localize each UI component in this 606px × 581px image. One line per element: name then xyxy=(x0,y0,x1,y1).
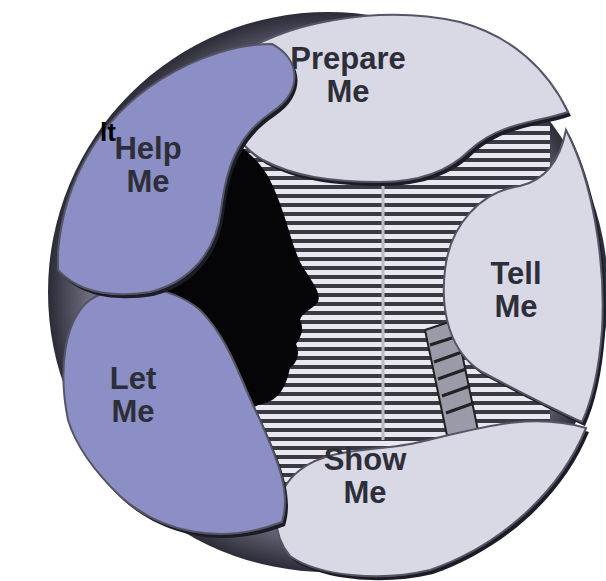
swirl-petal: Help Me xyxy=(55,40,305,300)
petal-label: Help Me xyxy=(114,132,181,199)
petal-fill xyxy=(277,421,586,576)
petal-label: Prepare Me xyxy=(290,42,405,109)
petal-outline xyxy=(55,280,295,540)
petal-label: Let Me xyxy=(110,362,157,429)
swirl-petal: Tell Me xyxy=(440,125,606,425)
petal-outline xyxy=(270,405,590,580)
swirl-petal: Let Me xyxy=(55,280,295,540)
petal-fill xyxy=(444,130,603,422)
petal-fill xyxy=(58,44,295,294)
petal-outline xyxy=(55,40,305,300)
petal-label: Show Me xyxy=(324,443,407,510)
cropped-heading: lt xyxy=(100,117,116,148)
petal-fill xyxy=(63,288,285,534)
petal-label: Tell Me xyxy=(490,257,541,324)
swirl-petal: Show Me xyxy=(270,405,590,580)
